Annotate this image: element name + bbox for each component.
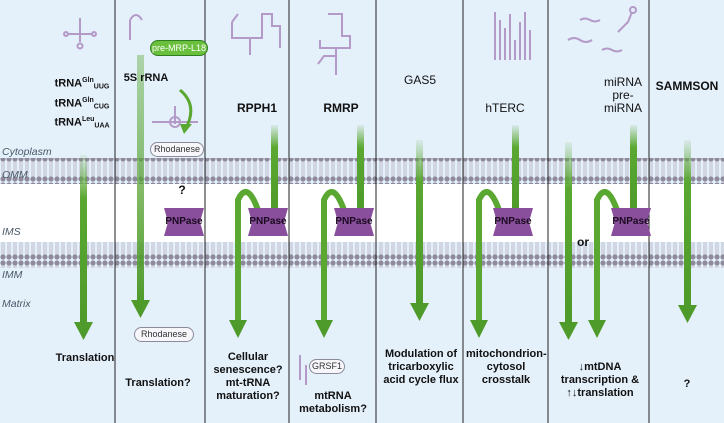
zone-matrix: Matrix [2, 298, 31, 310]
pnpase-label-5: PNPase [612, 216, 650, 227]
hterc-label: hTERC [485, 101, 525, 115]
rmrp-outcome: mtRNA metabolism? [299, 390, 367, 415]
gas5-outcome: Modulation of tricarboxylic acid cycle f… [383, 348, 459, 386]
zone-omm: OMM [2, 169, 28, 181]
gas5-label: GAS5 [403, 73, 436, 87]
pre-mrp-l18-pill: pre-MRP-L18 [150, 40, 208, 56]
trna-gln-cug: tRNAGlnCUG [54, 96, 110, 111]
5s-rrna-label: 5S rRNA [123, 72, 169, 84]
zone-cytoplasm: Cytoplasm [2, 146, 52, 158]
inner-membrane [0, 242, 724, 268]
import-arrows [74, 55, 697, 340]
rpph1-label: RPPH1 [236, 101, 277, 115]
column-dividers [114, 0, 650, 423]
or-label: or [577, 235, 589, 249]
pnpase-label-1: PNPase [165, 216, 203, 227]
mirna-label: miRNA pre-miRNA [604, 75, 642, 115]
rmrp-label: RMRP [323, 101, 359, 115]
5s-outcome: Translation? [125, 377, 191, 389]
grsf1-pill: GRSF1 [309, 359, 345, 374]
rpph1-outcome: Cellular senescence? mt-tRNA maturation? [213, 351, 283, 402]
trna-gln-uug: tRNAGlnUUG [54, 77, 110, 91]
pnpase-label-3: PNPase [335, 216, 373, 227]
zone-imm: IMM [2, 269, 23, 281]
pnpase-proteins [164, 208, 651, 236]
hterc-outcome: mitochondrion-cytosol crosstalk [466, 348, 547, 386]
rhodanese-pill-top: Rhodanese [150, 142, 204, 157]
rhodanese-pill-bottom: Rhodanese [134, 327, 194, 342]
zone-ims: IMS [2, 226, 21, 238]
pnpase-label-4: PNPase [494, 216, 532, 227]
trna-leu-uaa: tRNALeuUAA [54, 116, 110, 130]
pnpase-label-2: PNPase [249, 216, 287, 227]
sammson-outcome: ? [683, 378, 691, 390]
mirna-outcome: ↓mtDNA transcription & ↑↓translation [560, 361, 640, 399]
trna-labels: tRNAGlnUUG tRNAGlnCUG tRNALeuUAA [52, 74, 112, 133]
trna-outcome: Translation [55, 352, 115, 364]
sammson-label: SAMMSON [655, 79, 719, 93]
rna-structures [63, 6, 637, 385]
question-mark: ? [178, 183, 186, 197]
